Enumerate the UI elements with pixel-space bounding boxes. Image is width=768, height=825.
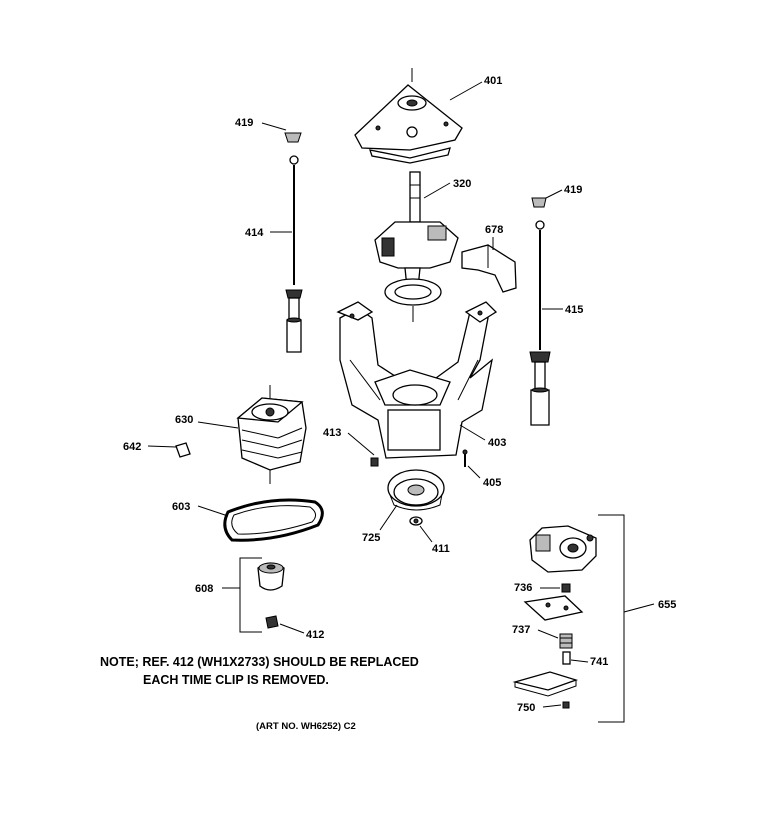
part-415-suspension-rod [529, 220, 551, 426]
part-320-transmission [374, 171, 459, 322]
label-603: 603 [172, 501, 190, 513]
label-401: 401 [484, 75, 502, 87]
label-608: 608 [195, 583, 213, 595]
part-741-pin [562, 651, 571, 665]
label-725: 725 [362, 532, 380, 544]
part-413-nut [370, 457, 379, 467]
part-419-cap-right [531, 197, 547, 208]
label-630: 630 [175, 414, 193, 426]
label-413: 413 [323, 427, 341, 439]
note-line-1: NOTE; REF. 412 (WH1X2733) SHOULD BE REPL… [100, 655, 419, 669]
label-736: 736 [514, 582, 532, 594]
label-414: 414 [245, 227, 264, 239]
part-750-mount [512, 671, 579, 709]
label-320: 320 [453, 178, 471, 190]
part-736-nut [561, 583, 571, 593]
part-608-motor-pulley [257, 562, 285, 591]
part-403-base [336, 301, 498, 459]
label-419-left: 419 [235, 117, 253, 129]
part-412-clip [265, 615, 279, 629]
part-405-bolt [462, 449, 468, 467]
part-419-cap-left [284, 132, 302, 143]
label-411: 411 [432, 543, 450, 555]
art-number: (ART NO. WH6252) C2 [256, 721, 356, 732]
part-655-pump [529, 525, 597, 573]
part-678-bracket [461, 244, 517, 293]
part-642-clip [175, 442, 191, 458]
label-655: 655 [658, 599, 676, 611]
part-630-motor [236, 385, 307, 484]
part-401-cover [354, 68, 463, 164]
label-678: 678 [485, 224, 503, 236]
part-414-suspension-rod [285, 155, 303, 353]
label-405: 405 [483, 477, 501, 489]
part-737-coupling [559, 633, 573, 649]
label-741: 741 [590, 656, 608, 668]
label-750: 750 [517, 702, 535, 714]
label-419-right: 419 [564, 184, 582, 196]
note-line-2: EACH TIME CLIP IS REMOVED. [143, 673, 329, 687]
label-403: 403 [488, 437, 506, 449]
part-pump-plate [523, 595, 584, 621]
part-411-nut [409, 516, 423, 526]
label-415: 415 [565, 304, 583, 316]
label-737: 737 [512, 624, 530, 636]
part-725-pulley [387, 469, 445, 511]
label-412: 412 [306, 629, 324, 641]
label-642: 642 [123, 441, 141, 453]
part-603-belt [223, 498, 324, 542]
